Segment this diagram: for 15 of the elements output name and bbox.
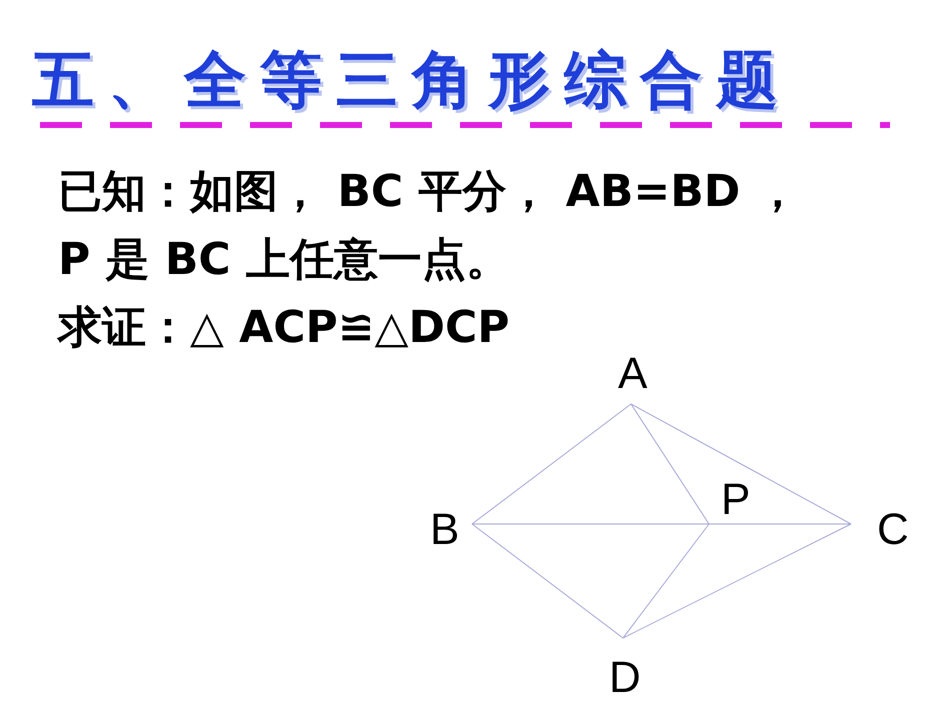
point-label: A — [618, 352, 648, 396]
segment — [622, 524, 710, 638]
problem-text: 已知：如图， BC 平分， AB=BD ， — [58, 165, 800, 219]
point-label: C — [877, 508, 909, 552]
segment — [472, 404, 632, 524]
segment — [472, 524, 624, 638]
title: 五、全等三角形综合题 — [32, 42, 792, 118]
point-label: D — [609, 656, 641, 700]
problem-text: 求证：△ ACP≌△DCP — [58, 301, 510, 355]
point-label: P — [721, 478, 750, 522]
segment — [630, 404, 710, 524]
segment — [622, 524, 852, 638]
problem-text: P 是 BC 上任意一点。 — [58, 233, 510, 287]
point-label: B — [430, 508, 460, 552]
segment — [630, 404, 852, 524]
